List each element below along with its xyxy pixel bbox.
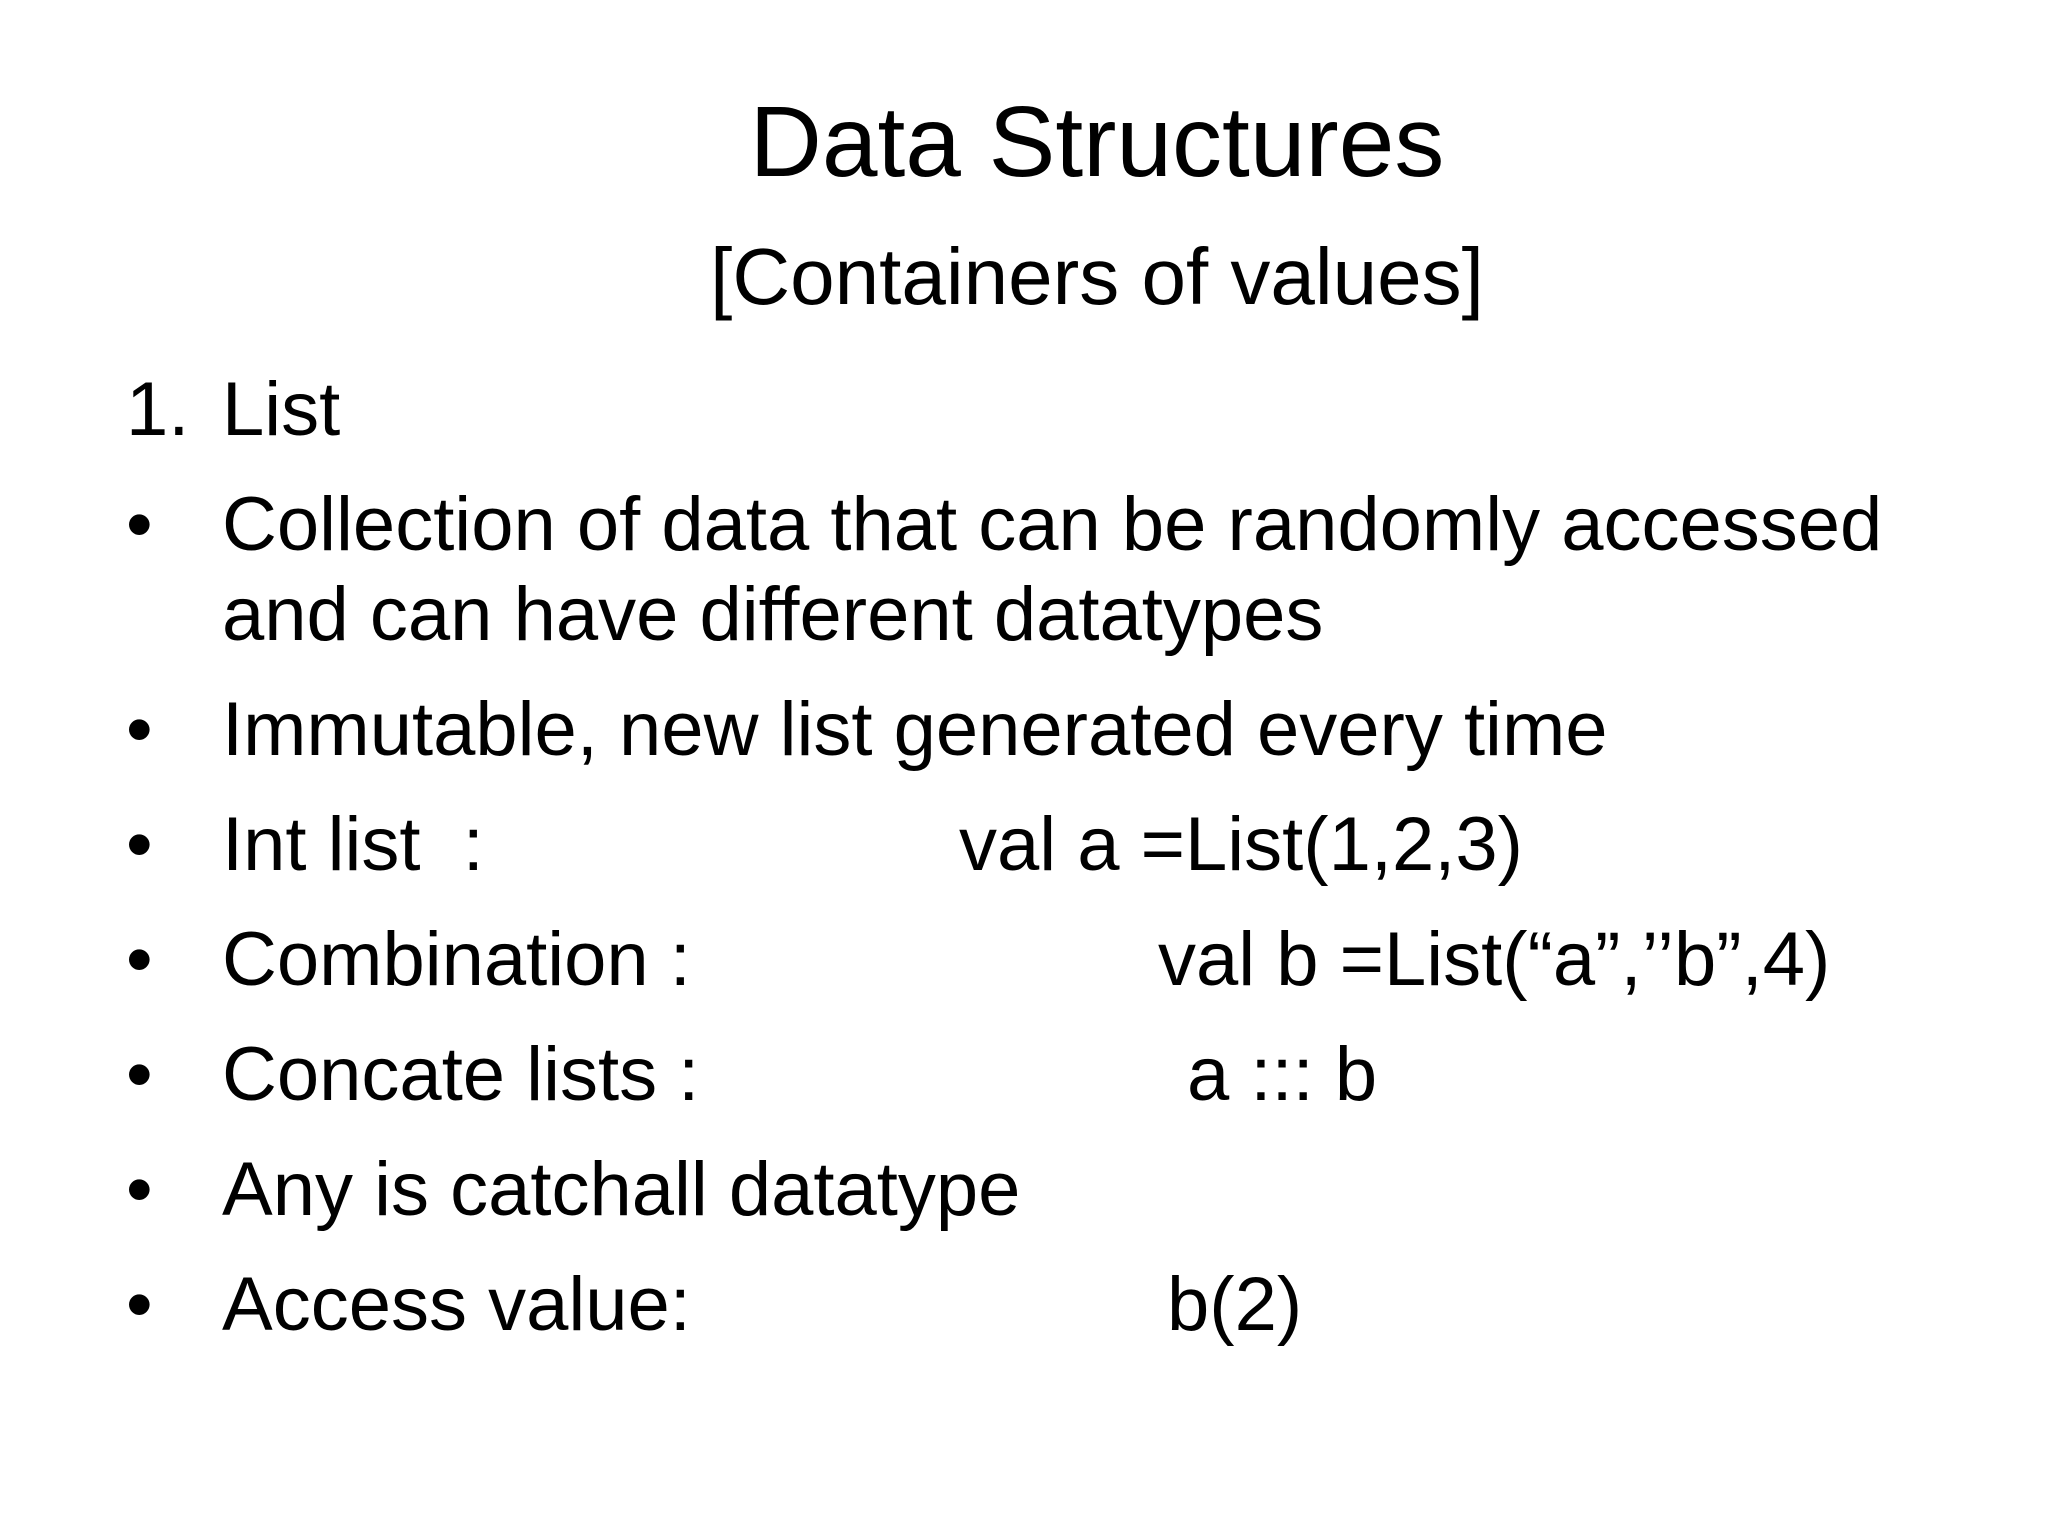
item-code: a ::: b [1187, 1032, 1378, 1117]
list-item: • Concate lists : a ::: b [126, 1030, 2022, 1120]
list-item: • Immutable, new list generated every tim… [126, 685, 2022, 775]
item-label: Collection of data that can be randomly … [222, 482, 1904, 657]
item-code: val b =List(“a”,’’b”,4) [1158, 917, 1831, 1002]
list-item: • Collection of data that can be randomly… [126, 480, 2022, 660]
item-code: b(2) [1167, 1262, 1303, 1347]
slide-subtitle: [Containers of values] [710, 232, 1484, 321]
bullet-marker: • [126, 482, 153, 567]
item-label: Concate lists : [222, 1032, 700, 1117]
number-marker: 1. [126, 367, 190, 452]
bullet-marker: • [126, 1032, 153, 1117]
item-label: Int list : [222, 802, 484, 887]
item-code: val a =List(1,2,3) [959, 802, 1523, 887]
list-item: • Any is catchall datatype [126, 1145, 2022, 1235]
list-item: 1. List [126, 365, 2022, 455]
slide-title: Data Structures [749, 86, 1445, 198]
item-label: List [222, 367, 341, 452]
bullet-marker: • [126, 917, 153, 1002]
item-label: Access value: [222, 1262, 691, 1347]
bullet-marker: • [126, 687, 153, 772]
list-item: • Access value: b(2) [126, 1260, 2022, 1350]
bullet-marker: • [126, 802, 153, 887]
bullet-marker: • [126, 1262, 153, 1347]
list-item: • Combination : val b =List(“a”,’’b”,4) [126, 915, 2022, 1005]
item-label: Immutable, new list generated every time [222, 687, 1608, 772]
slide-header: Data Structures [Containers of values] [146, 87, 2048, 323]
bullet-marker: • [126, 1147, 153, 1232]
item-label: Any is catchall datatype [222, 1147, 1021, 1232]
item-label: Combination : [222, 917, 691, 1002]
slide-body-list: 1. List • Collection of data that can be ra… [126, 365, 2022, 1350]
list-item: • Int list : val a =List(1,2,3) [126, 800, 2022, 890]
